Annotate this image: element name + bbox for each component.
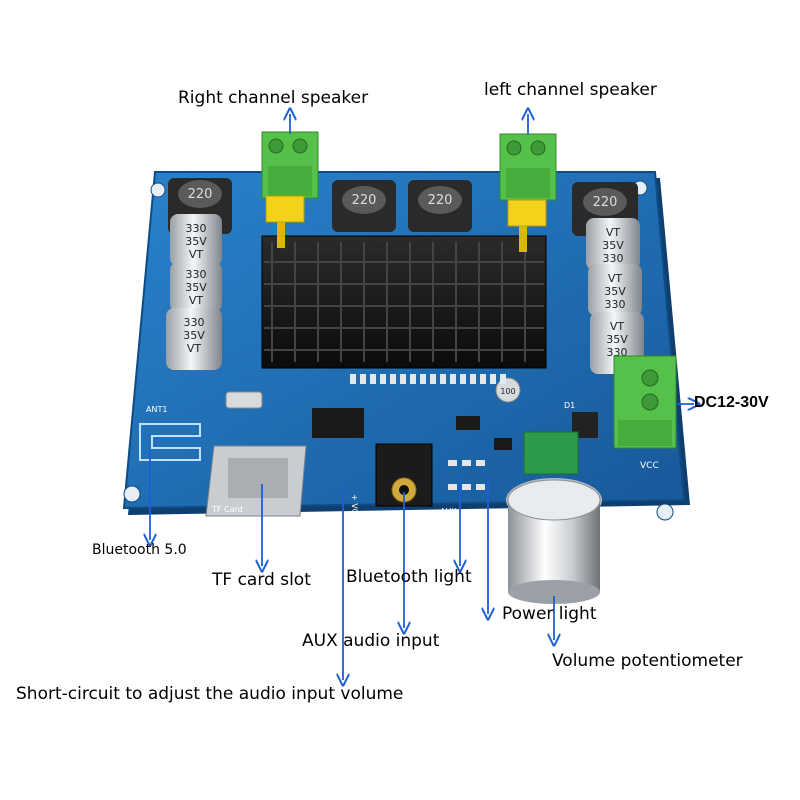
left-speaker-terminal bbox=[499, 133, 557, 252]
smd-components bbox=[350, 374, 506, 490]
smd-part bbox=[360, 374, 366, 384]
heatsink bbox=[261, 235, 547, 369]
smd-part bbox=[400, 374, 406, 384]
smd-part bbox=[476, 484, 485, 490]
right-speaker-label: Right channel speaker bbox=[178, 88, 369, 108]
inductor-marking: 220 bbox=[352, 193, 377, 208]
smd-part bbox=[462, 460, 471, 466]
smd-part bbox=[430, 374, 436, 384]
smd-part bbox=[460, 374, 466, 384]
svg-text:35V: 35V bbox=[604, 285, 626, 298]
smd-part bbox=[450, 374, 456, 384]
inductor-marking: 220 bbox=[593, 195, 618, 210]
inductor-marking: 220 bbox=[428, 193, 453, 208]
dc-power-terminal: VCC bbox=[613, 355, 677, 471]
smd-part bbox=[390, 374, 396, 384]
svg-text:35V: 35V bbox=[602, 239, 624, 252]
svg-text:VT: VT bbox=[189, 248, 204, 261]
smd-part bbox=[480, 374, 486, 384]
svg-text:35V: 35V bbox=[185, 235, 207, 248]
left-speaker-label: left channel speaker bbox=[484, 80, 657, 100]
short-circuit-label: Short-circuit to adjust the audio input … bbox=[16, 684, 404, 704]
bluetooth-light-label: Bluetooth light bbox=[346, 567, 472, 587]
aux-input-label: AUX audio input bbox=[302, 631, 440, 651]
smd-part bbox=[448, 460, 457, 466]
smd-part bbox=[380, 374, 386, 384]
svg-text:100: 100 bbox=[500, 387, 515, 396]
svg-text:35V: 35V bbox=[185, 281, 207, 294]
capacitor: 330 35V VT bbox=[170, 262, 222, 312]
inductor-marking: 220 bbox=[188, 187, 213, 202]
inductor-2: 220 bbox=[332, 180, 396, 232]
capacitor: VT 35V 330 bbox=[586, 218, 640, 270]
svg-text:VT: VT bbox=[610, 320, 625, 333]
svg-text:VT: VT bbox=[187, 342, 202, 355]
smd-part bbox=[350, 374, 356, 384]
volume-knob bbox=[506, 431, 602, 604]
annotation-arrows bbox=[150, 114, 694, 680]
svg-text:VT: VT bbox=[608, 272, 623, 285]
svg-text:330: 330 bbox=[184, 316, 205, 329]
svg-text:35V: 35V bbox=[606, 333, 628, 346]
smd-part bbox=[470, 374, 476, 384]
vcc-silkscreen: VCC bbox=[640, 461, 659, 471]
svg-text:VT: VT bbox=[606, 226, 621, 239]
ic-chips: D1 100 bbox=[225, 377, 598, 450]
smd-part bbox=[500, 374, 506, 384]
svg-text:330: 330 bbox=[186, 268, 207, 281]
svg-text:VT: VT bbox=[189, 294, 204, 307]
smd-part bbox=[490, 374, 496, 384]
power-light-label: Power light bbox=[502, 604, 597, 624]
tf-card-slot: TF Card bbox=[205, 445, 307, 517]
inductor-3: 220 bbox=[408, 180, 472, 232]
volume-pot-label: Volume potentiometer bbox=[552, 651, 743, 671]
svg-text:35V: 35V bbox=[183, 329, 205, 342]
smd-part bbox=[462, 484, 471, 490]
tf-silkscreen: TF Card bbox=[211, 505, 243, 514]
bluetooth-antenna: ANT1 bbox=[139, 405, 201, 461]
right-speaker-terminal bbox=[261, 131, 319, 248]
smd-part bbox=[370, 374, 376, 384]
aux-silkscreen: AUX bbox=[440, 507, 457, 516]
svg-text:330: 330 bbox=[605, 298, 626, 311]
svg-text:330: 330 bbox=[186, 222, 207, 235]
svg-text:ANT1: ANT1 bbox=[146, 405, 167, 414]
smd-part bbox=[476, 460, 485, 466]
capacitor: 330 35V VT bbox=[166, 308, 222, 370]
smd-part bbox=[420, 374, 426, 384]
capacitors-right: VT 35V 330 VT 35V 330 VT 35V 330 bbox=[586, 218, 644, 374]
bluetooth-label: Bluetooth 5.0 bbox=[92, 542, 187, 558]
smd-part bbox=[448, 484, 457, 490]
capacitors-left: 330 35V VT 330 35V VT 330 35V VT bbox=[166, 214, 222, 370]
svg-text:330: 330 bbox=[603, 252, 624, 265]
smd-part bbox=[410, 374, 416, 384]
smd-part bbox=[440, 374, 446, 384]
vol-silkscreen: + VOL - bbox=[350, 494, 359, 525]
capacitor: VT 35V 330 bbox=[588, 264, 642, 316]
tf-card-label: TF card slot bbox=[212, 570, 311, 590]
capacitor: 330 35V VT bbox=[170, 214, 222, 266]
svg-text:D1: D1 bbox=[564, 401, 575, 410]
dc-input-label: DC12-30V bbox=[694, 394, 769, 411]
